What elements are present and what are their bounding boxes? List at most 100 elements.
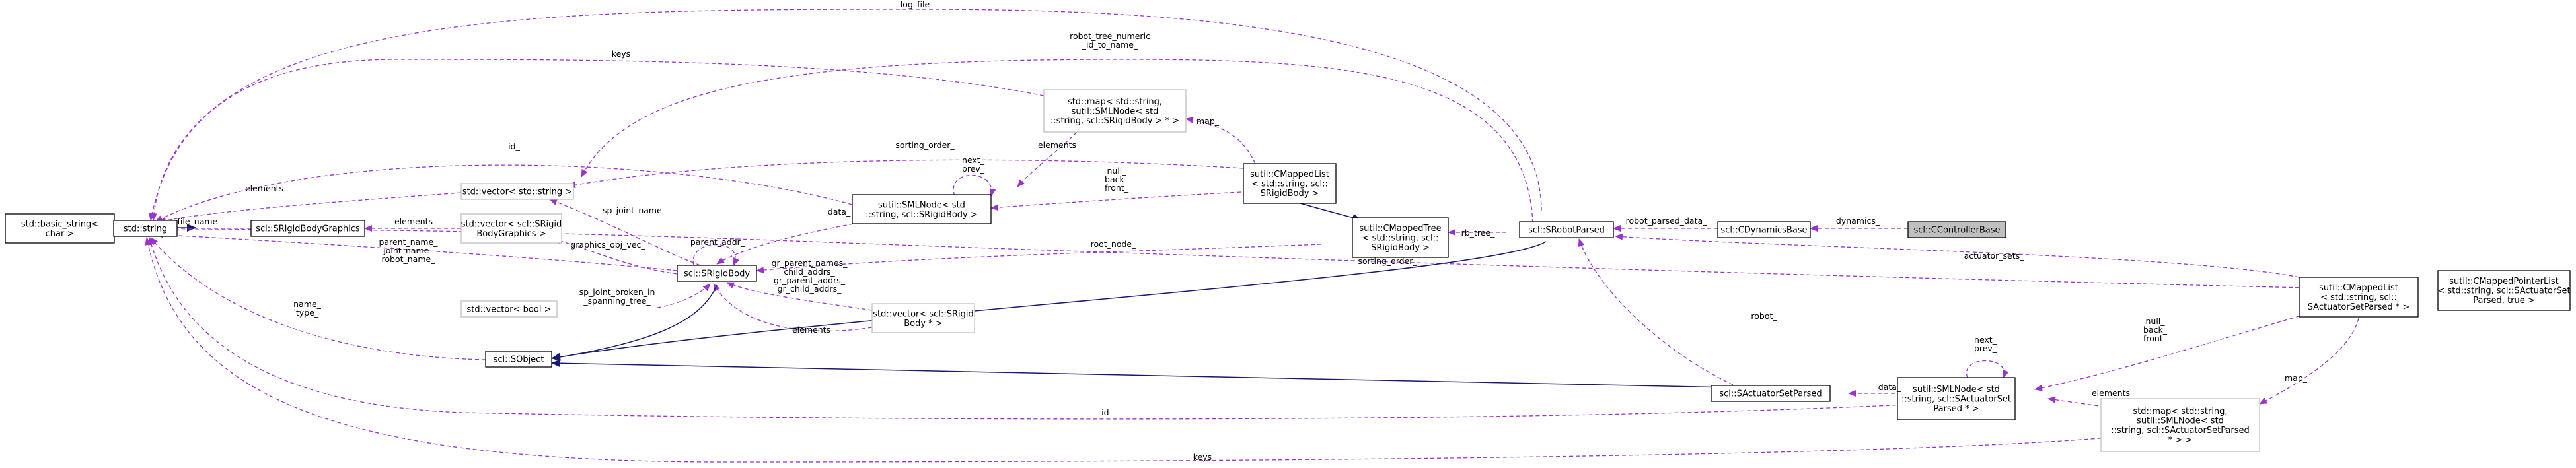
node-label-line: < std::string, scl::: [1362, 234, 1439, 244]
edge-inh-robot-to-sobject: [551, 241, 1547, 361]
node-label-line: ::string, scl::SRigidBody >: [865, 210, 978, 220]
edge-label-line: name_: [293, 299, 321, 309]
edge-label-line: elements: [1038, 140, 1076, 150]
edge-label-line: robot_: [1751, 311, 1777, 321]
node-label-line: ::string, scl::SActuatorSetParsed: [2111, 426, 2250, 436]
node-mapped-pointer-list[interactable]: sutil::CMappedPointerList< std::string, …: [2437, 270, 2571, 311]
label-log-file: log_file: [901, 0, 930, 9]
node-label-line: std::vector< scl::SRigid: [461, 219, 562, 229]
node-label-line: std::basic_string<: [21, 219, 98, 229]
label-id-act: id_: [1101, 407, 1113, 417]
node-label-line: scl::SObject: [494, 355, 544, 365]
label-gr-parent: gr_parent_names_child_addrs_gr_parent_ad…: [772, 258, 848, 294]
edge-label-line: _spanning_tree_: [583, 296, 651, 306]
edge-inh-rigid-to-sobject: [551, 284, 718, 361]
node-label-line: scl::CDynamicsBase: [1720, 226, 1807, 236]
node-vector-graphics[interactable]: std::vector< scl::SRigidBodyGraphics >: [460, 213, 562, 244]
node-map-rigid[interactable]: std::map< std::string,sutil::SMLNode< st…: [1043, 89, 1187, 133]
node-label-line: < std::string, scl::SActuatorSet: [2437, 286, 2570, 296]
node-rigid-body-graphics[interactable]: scl::SRigidBodyGraphics: [250, 220, 365, 237]
node-robot-parsed[interactable]: scl::SRobotParsed: [1519, 221, 1614, 238]
node-map-actuator[interactable]: std::map< std::string,sutil::SMLNode< st…: [2100, 398, 2260, 452]
edge-label-line: parent_name_: [379, 237, 439, 247]
node-label-line: sutil::SMLNode< std: [1913, 385, 2000, 395]
edge-label-line: parent_addr_: [690, 237, 745, 247]
node-label-line: std::vector< bool >: [467, 305, 552, 315]
edge-inh-actuator-to-sobject: [551, 359, 1762, 389]
node-vector-bool[interactable]: std::vector< bool >: [460, 300, 558, 318]
node-label-line: std::map< std::string,: [1068, 97, 1162, 107]
label-name-type: name_type_: [293, 299, 321, 318]
edge-label-line: dynamics_: [1836, 216, 1880, 226]
edge-parent-addr: [692, 244, 740, 266]
edge-label-line: data_: [828, 207, 851, 217]
label-keys-bottom: keys: [1193, 452, 1212, 462]
edge-map-act: [2259, 318, 2359, 405]
label-parent-name: parent_name_joint_name_robot_name_: [379, 237, 439, 264]
label-data-rigid: data_: [828, 207, 851, 217]
edge-label-line: front_: [1105, 183, 1129, 193]
edge-label-layer: log_file robot_tree_numeric_id_to_name_ …: [178, 0, 2308, 462]
edge-label-line: id_: [508, 141, 520, 151]
label-sp-joint-broken: sp_joint_broken_in_spanning_tree_: [579, 287, 655, 306]
node-string[interactable]: std::string: [113, 220, 178, 237]
label-rb-tree: rb_tree_: [1461, 228, 1495, 238]
edge-next-prev-rigid: [953, 175, 996, 197]
label-actuator-sets: actuator_sets_: [1964, 251, 2025, 261]
edge-label-line: sp_joint_broken_in: [579, 287, 655, 297]
edge-label-line: back_: [1105, 174, 1129, 184]
edge-sp-joint-broken: [657, 283, 711, 308]
node-label-line: std::vector< scl::SRigid: [873, 309, 973, 319]
edge-label-line: log_file: [901, 0, 930, 9]
label-parent-addr: parent_addr_: [690, 237, 745, 247]
label-robot-tree-numeric: robot_tree_numeric_id_to_name_: [1070, 31, 1150, 50]
edge-map-rigid: [1185, 117, 1256, 164]
node-controller-base[interactable]: scl::CControllerBase: [1907, 221, 2006, 238]
node-label-line: std::string: [124, 224, 167, 234]
label-robot-parsed-data: robot_parsed_data_: [1626, 216, 1708, 226]
label-elements-vs: elements: [245, 184, 283, 193]
edge-null-back-front-rigid: [990, 191, 1255, 211]
node-sobject[interactable]: scl::SObject: [485, 351, 552, 368]
node-vector-rigid-ptr[interactable]: std::vector< scl::SRigidBody * >: [871, 303, 975, 333]
node-mapped-tree[interactable]: sutil::CMappedTree< std::string, scl::SR…: [1352, 217, 1449, 258]
edge-label-line: robot_parsed_data_: [1626, 216, 1708, 226]
edge-sorting-order-rigid: [568, 159, 1244, 189]
edge-robot: [1578, 238, 1758, 395]
label-elements-ma: elements: [2092, 388, 2130, 398]
node-label-line: std::vector< std::string >: [462, 187, 572, 197]
node-basic-string[interactable]: std::basic_string<char >: [5, 213, 115, 244]
node-vector-string[interactable]: std::vector< std::string >: [460, 183, 574, 200]
node-mapped-list-rigid[interactable]: sutil::CMappedList< std::string, scl::SR…: [1243, 163, 1337, 204]
edge-label-line: gr_child_addrs_: [778, 284, 842, 294]
edge-label-line: gr_parent_addrs_: [774, 275, 846, 285]
edge-label-line: elements: [2092, 388, 2130, 398]
label-null-back-front-act: null_back_front_: [2143, 316, 2168, 343]
node-label-line: std::map< std::string,: [2133, 407, 2227, 417]
edge-elements-vr: [713, 283, 873, 332]
edge-label-line: sp_joint_name_: [603, 205, 667, 215]
node-rigid-body[interactable]: scl::SRigidBody: [677, 265, 757, 282]
node-dynamics-base[interactable]: scl::CDynamicsBase: [1717, 221, 1811, 238]
label-null-back-front-rigid: null_back_front_: [1105, 166, 1129, 193]
edge-sorting-order-act: [155, 226, 2306, 288]
label-sp-joint-name: sp_joint_name_: [603, 205, 667, 215]
node-label-line: scl::SRobotParsed: [1528, 226, 1605, 236]
edge-label-line: type_: [296, 308, 319, 318]
node-label-line: scl::CControllerBase: [1914, 226, 2001, 236]
label-elements-map: elements: [1038, 140, 1076, 150]
edge-id-rigid: [155, 164, 853, 222]
node-label-line: Body * >: [904, 319, 942, 329]
node-label-line: sutil::SMLNode< std: [878, 200, 965, 210]
node-actuator-set-parsed[interactable]: scl::SActuatorSetParsed: [1711, 385, 1831, 402]
node-mapped-list-actuator[interactable]: sutil::CMappedList< std::string, scl::SA…: [2299, 277, 2419, 318]
edge-elements-vs: [158, 192, 462, 224]
node-sml-rigid[interactable]: sutil::SMLNode< std::string, scl::SRigid…: [852, 194, 992, 224]
node-sml-actuator[interactable]: sutil::SMLNode< std::string, scl::SActua…: [1897, 377, 2016, 420]
label-next-prev-act: next_prev_: [1974, 335, 1997, 353]
node-label-line: SRigidBody >: [1261, 189, 1319, 199]
node-label-line: sutil::SMLNode< std: [1072, 107, 1159, 117]
edge-label-line: joint_name_: [383, 246, 433, 255]
node-label-line: SActuatorSetParsed * >: [2308, 302, 2410, 312]
